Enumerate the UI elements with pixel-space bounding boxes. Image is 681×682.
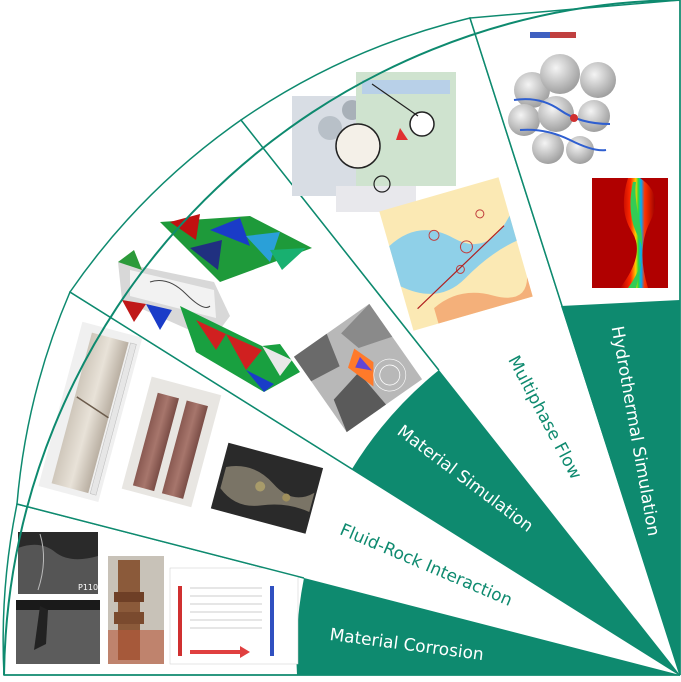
3d-pore-velocity-render — [508, 32, 616, 164]
grain-contour-map — [293, 303, 423, 433]
sector-multiphase-flow: Multiphase Flow — [239, 17, 681, 676]
multiphase-field-map — [379, 177, 533, 331]
granite-core-photo — [38, 321, 143, 502]
corroded-pipe-photo — [108, 556, 164, 664]
label-band — [352, 370, 680, 675]
fractured-rock-surface-photo — [210, 442, 324, 534]
label-band — [439, 306, 680, 675]
temperature-field-heatmap — [592, 178, 668, 288]
micrograph-scale-text: P110 — [78, 583, 98, 592]
sector-material-simulation: Material Simulation — [68, 118, 681, 676]
outer-arc — [3, 0, 681, 676]
sem-micrograph-p110: P110 — [18, 532, 98, 594]
grain-model-slices — [180, 306, 300, 392]
label-band — [561, 300, 680, 675]
red-sandstone-core-photo — [121, 376, 222, 508]
sector-material-corrosion: Material Corrosion P110 — [2, 503, 681, 676]
label-band — [304, 469, 680, 675]
sector-fluid-rock-interaction: Fluid-Rock Interaction — [16, 290, 681, 676]
grain-model-3d-top — [160, 214, 312, 282]
sector-hydrothermal-simulation: Hydrothermal Simulation — [468, 0, 681, 676]
pore-scale-zoom-schematic — [292, 72, 456, 212]
well-completion-diagram — [169, 567, 299, 665]
sem-pit-cross-section — [16, 600, 100, 664]
